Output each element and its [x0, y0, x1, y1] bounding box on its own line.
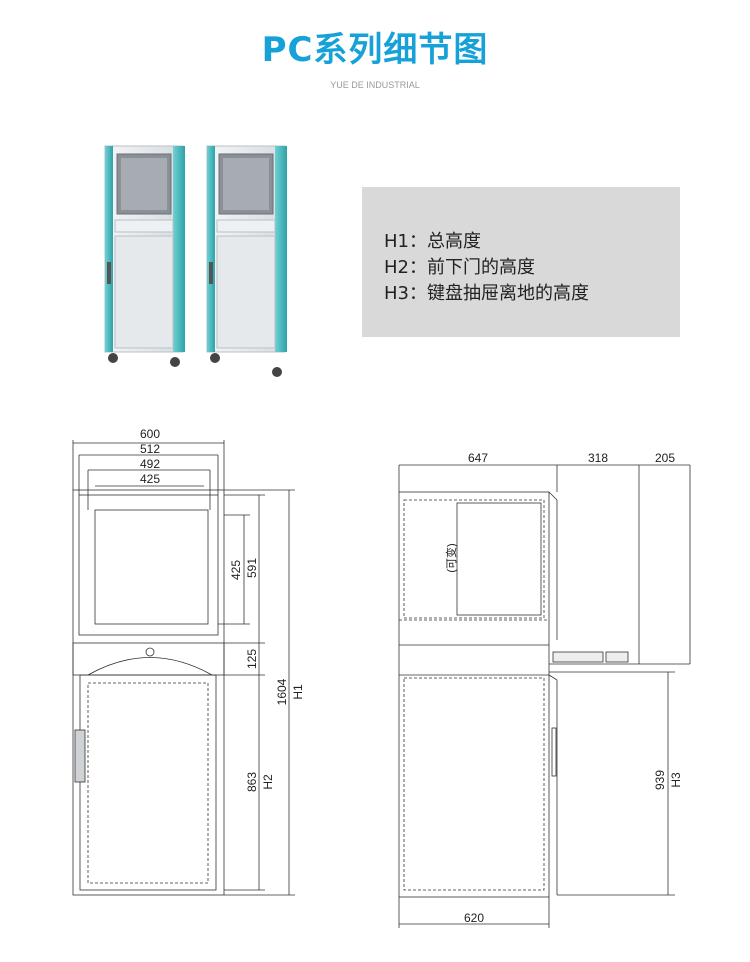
dim-512: 512: [140, 442, 160, 456]
legend-item-h2: H2：前下门的高度: [384, 257, 535, 278]
dim-939: 939: [653, 770, 667, 790]
page-title: PC系列细节图: [261, 30, 489, 70]
dim-318: 318: [588, 451, 608, 465]
dim-425-width: 425: [140, 472, 160, 486]
legend-item-h3: H3：键盘抽屉离地的高度: [384, 283, 589, 304]
label-h3: H3: [669, 772, 683, 788]
product-photo: [104, 145, 287, 377]
label-variable: (可变): [444, 543, 458, 572]
label-h2: H2: [261, 774, 275, 790]
dim-600: 600: [140, 427, 160, 441]
dim-1604: 1604: [275, 678, 289, 705]
label-h1: H1: [291, 684, 305, 700]
cabinet-photo-left: [104, 145, 185, 367]
legend-box: H1：总高度 H2：前下门的高度 H3：键盘抽屉离地的高度: [362, 187, 680, 337]
dim-492: 492: [140, 457, 160, 471]
dim-205: 205: [655, 451, 675, 465]
legend-item-h1: H1：总高度: [384, 231, 481, 252]
cabinet-photo-right: [206, 145, 287, 377]
dim-425-height: 425: [229, 560, 243, 580]
dim-647: 647: [468, 451, 488, 465]
dim-620: 620: [464, 911, 484, 925]
dim-591: 591: [245, 558, 259, 578]
dim-125: 125: [245, 649, 259, 669]
dim-863: 863: [245, 772, 259, 792]
page-subtitle: YUE DE INDUSTRIAL: [330, 80, 420, 90]
